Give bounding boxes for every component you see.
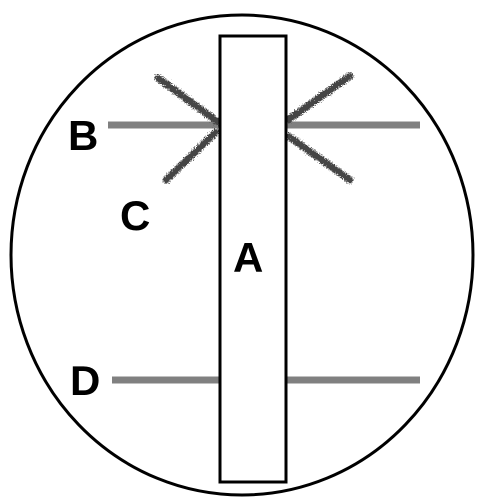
label-c: C — [120, 192, 150, 239]
label-a: A — [233, 234, 263, 281]
label-b: B — [68, 112, 98, 159]
label-d: D — [70, 357, 100, 404]
